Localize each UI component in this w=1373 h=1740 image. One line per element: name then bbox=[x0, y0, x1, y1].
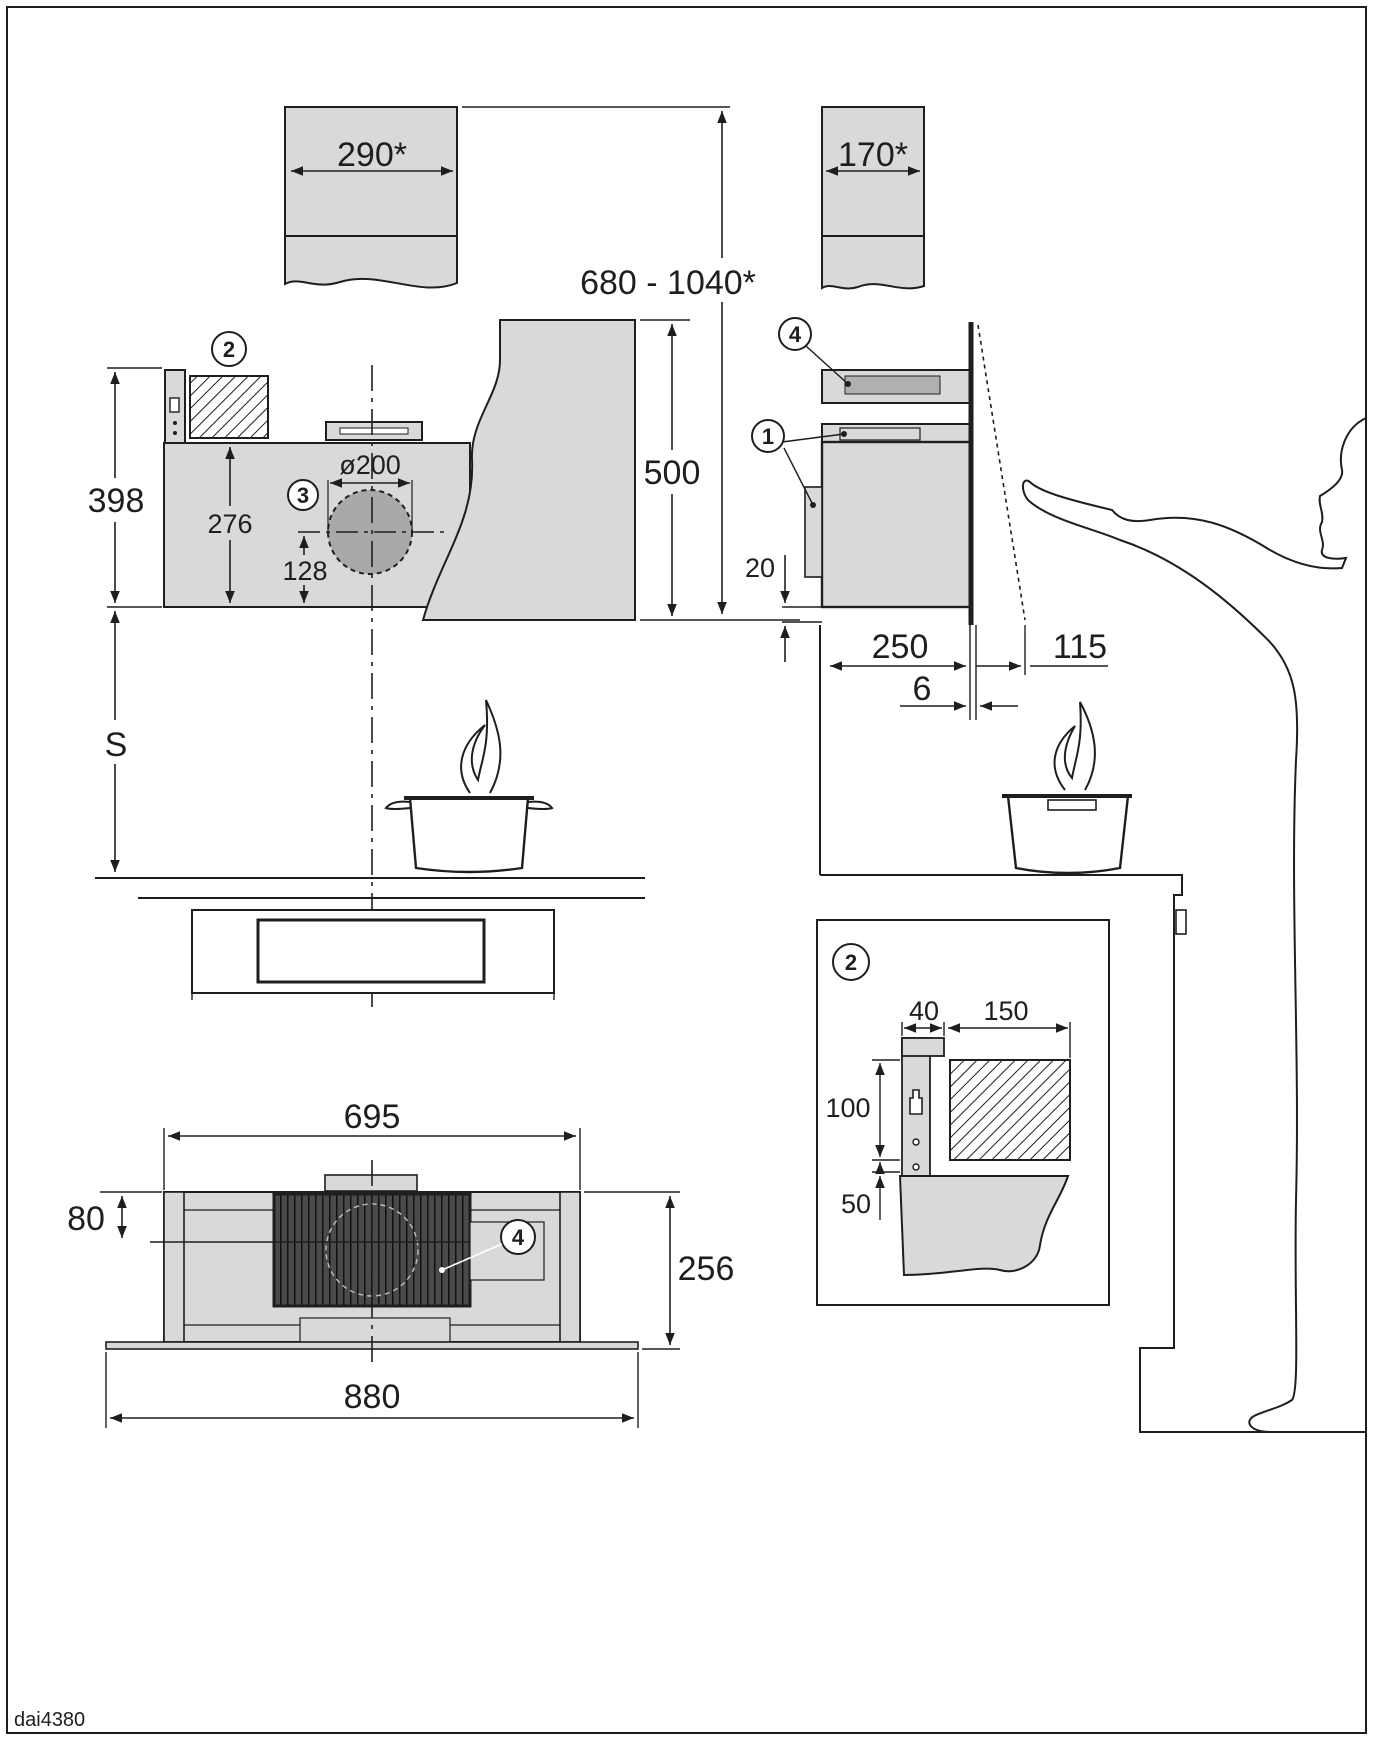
dim-panel-offset: 20 bbox=[745, 553, 775, 583]
dim-filter-width: 695 bbox=[344, 1098, 401, 1136]
duct-cover-front bbox=[284, 106, 458, 289]
flame-icon bbox=[1053, 701, 1096, 791]
dim-bracket-height: 100 bbox=[825, 1093, 870, 1123]
dim-panel-thickness: 6 bbox=[913, 670, 932, 708]
drawing-code: dai4380 bbox=[14, 1709, 85, 1731]
dim-duct-depth: 170* bbox=[838, 136, 908, 174]
dim-hood-depth: 250 bbox=[872, 628, 929, 666]
callout-2-detail-circle bbox=[832, 943, 870, 981]
dim-filter-offset: 80 bbox=[67, 1200, 105, 1238]
callout-4-side-circle bbox=[778, 317, 812, 351]
dim-duct-width: 290* bbox=[337, 136, 407, 174]
duct-cover-side bbox=[821, 106, 925, 290]
dim-outlet-low: 128 bbox=[282, 556, 327, 586]
dim-canopy-depth: 256 bbox=[678, 1250, 735, 1288]
dim-outlet-center-height: 276 bbox=[207, 509, 252, 539]
dim-panel-tilt: 115 bbox=[1053, 628, 1107, 666]
flame-icon bbox=[460, 699, 502, 794]
dim-label-bg bbox=[564, 258, 776, 302]
callout-4-bottom: 4 bbox=[512, 1225, 525, 1250]
dim-canopy-width: 880 bbox=[344, 1378, 401, 1416]
dim-bracket-width: 40 bbox=[909, 996, 939, 1026]
dim-hood-front-height: 500 bbox=[644, 454, 701, 492]
dim-outlet-diameter: ø200 bbox=[339, 450, 401, 480]
page-border bbox=[6, 6, 1367, 1734]
cooking-pot-front bbox=[384, 699, 554, 874]
callout-1-circle bbox=[751, 419, 785, 453]
person-silhouette bbox=[1022, 417, 1367, 1433]
dim-hood-total-height: 398 bbox=[88, 482, 145, 520]
dim-bracket-low: 50 bbox=[841, 1189, 871, 1219]
dim-duct-height-range: 680 - 1040* bbox=[580, 264, 756, 302]
callout-1: 1 bbox=[762, 424, 774, 449]
dim-hob-distance: S bbox=[105, 726, 128, 764]
callout-2: 2 bbox=[223, 337, 235, 362]
canopy-plan-view bbox=[191, 909, 555, 1000]
callout-2-detail: 2 bbox=[845, 950, 857, 975]
cabinet-handle bbox=[1175, 909, 1187, 935]
callout-4-side: 4 bbox=[789, 322, 802, 347]
cooking-pot-side bbox=[1002, 701, 1132, 875]
hood-side-view bbox=[804, 322, 1026, 625]
callout-2-circle bbox=[211, 331, 247, 367]
cabinet-outline bbox=[820, 874, 1366, 1433]
callout-3: 3 bbox=[297, 483, 309, 508]
callout-3-circle bbox=[287, 479, 319, 511]
dim-bracket-spacing: 150 bbox=[983, 996, 1028, 1026]
hood-front-view bbox=[163, 319, 636, 621]
callout-4-bottom-circle bbox=[500, 1219, 536, 1255]
